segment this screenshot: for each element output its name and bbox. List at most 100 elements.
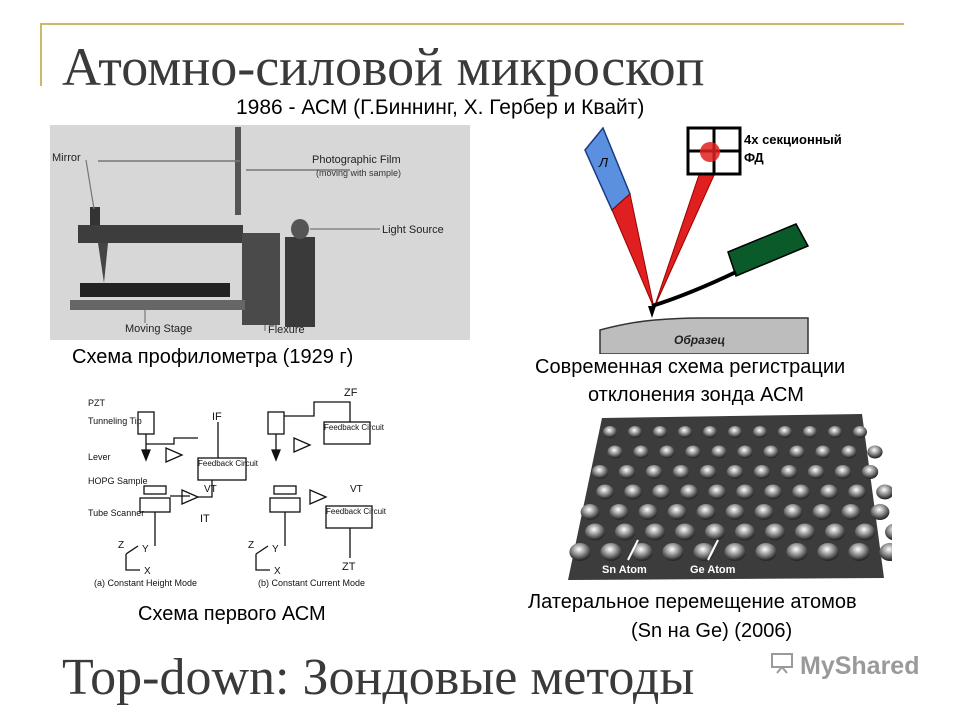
atom-bump xyxy=(662,543,684,561)
film-label: Photographic Film xyxy=(312,154,401,166)
feedback-label-b1: Feedback Circuit xyxy=(324,423,385,432)
afm-panel-b xyxy=(255,401,373,571)
z-label-a: Z xyxy=(118,540,124,551)
sample-shape xyxy=(80,283,230,297)
atom-bump xyxy=(861,465,879,479)
hopg-label: HOPG Sample xyxy=(88,476,148,486)
vt-label-a: VT xyxy=(204,484,217,495)
atom-bump xyxy=(726,465,744,479)
atom-bump xyxy=(755,543,777,561)
bottom-title: Top-down: Зондовые методы xyxy=(62,649,695,706)
atom-bump xyxy=(792,484,810,500)
moving-stage-shape xyxy=(70,300,245,310)
atom-bump xyxy=(795,523,815,541)
y-label-a: Y xyxy=(142,544,149,555)
y-label-b: Y xyxy=(272,544,279,555)
atom-bump xyxy=(786,543,808,561)
atom-bump xyxy=(638,504,658,520)
atom-bump xyxy=(853,426,867,438)
atom-bump xyxy=(728,426,742,438)
atom-bump xyxy=(724,543,746,561)
atom-bump xyxy=(652,484,670,500)
atom-bump xyxy=(600,543,622,561)
atom-bump xyxy=(765,523,785,541)
ge-atom-label: Ge Atom xyxy=(690,564,736,576)
atom-bump xyxy=(841,445,857,459)
atoms-caption-line1: Латеральное перемещение атомов xyxy=(528,591,857,613)
atom-bump xyxy=(580,504,600,520)
atom-bump xyxy=(848,484,866,500)
probe-tip xyxy=(648,306,656,318)
atom-bump xyxy=(848,543,870,561)
atom-bump xyxy=(825,523,845,541)
tunneling-tip-label: Tunneling Tip xyxy=(88,416,142,426)
stylus-shape xyxy=(98,243,108,283)
atom-bump xyxy=(696,504,716,520)
profilometer-caption: Схема профилометра (1929 г) xyxy=(72,346,354,368)
atom-bump xyxy=(703,426,717,438)
atom-bump xyxy=(828,426,842,438)
x-label-a: X xyxy=(144,566,151,577)
atom-bump xyxy=(569,543,591,561)
light-source-housing xyxy=(285,237,315,327)
feedback-label-a: Feedback Circuit xyxy=(198,459,259,468)
atom-bump xyxy=(645,465,663,479)
it-label: IT xyxy=(200,513,210,525)
atom-bump xyxy=(699,465,717,479)
x-label-b: X xyxy=(274,566,281,577)
atom-bump xyxy=(754,504,774,520)
atom-bump xyxy=(667,504,687,520)
atom-bump xyxy=(678,426,692,438)
mode-a-label: (a) Constant Height Mode xyxy=(94,578,197,588)
atom-bump xyxy=(607,445,623,459)
atom-bump xyxy=(780,465,798,479)
mode-b-label: (b) Constant Current Mode xyxy=(258,578,365,588)
atom-bump xyxy=(855,523,875,541)
atom-bump xyxy=(603,426,617,438)
watermark-text: MyShared xyxy=(800,652,920,680)
atom-bump xyxy=(735,523,755,541)
detection-diagram: Л 4х секционный ФД Образец xyxy=(560,122,860,354)
sample-label: Образец xyxy=(674,333,725,347)
atom-bump xyxy=(653,426,667,438)
atom-bump xyxy=(820,484,838,500)
reflected-beam xyxy=(653,160,722,309)
atom-bump xyxy=(633,445,649,459)
film-plate xyxy=(235,127,241,215)
atom-bump xyxy=(783,504,803,520)
watermark: MyShared xyxy=(770,652,919,681)
atom-bump xyxy=(672,465,690,479)
atom-bump xyxy=(812,504,832,520)
z-label-b: Z xyxy=(248,540,254,551)
atom-bump xyxy=(737,445,753,459)
feedback-label-b2: Feedback Circuit xyxy=(326,507,387,516)
frame-top-line xyxy=(42,23,904,25)
atom-bump xyxy=(609,504,629,520)
slide-subtitle: 1986 - АСМ (Г.Биннинг, Х. Гербер и Квайт… xyxy=(236,96,645,119)
moving-stage-label: Moving Stage xyxy=(125,323,192,335)
first-afm-diagram: PZT Tunneling Tip Lever HOPG Sample Tube… xyxy=(86,386,402,592)
atom-bump xyxy=(763,445,779,459)
pd-label-line1: 4х секционный xyxy=(744,132,842,147)
atom-bumps xyxy=(569,426,892,561)
cantilever-holder xyxy=(727,223,810,278)
film-note-label: (moving with sample) xyxy=(316,168,401,178)
tube-scanner-label: Tube Scanner xyxy=(88,508,144,518)
atom-bump xyxy=(870,504,890,520)
pzt-label: PZT xyxy=(88,398,106,408)
atom-bump xyxy=(591,465,609,479)
atom-bump xyxy=(789,445,805,459)
frame-left-line xyxy=(40,23,42,86)
atom-bump xyxy=(596,484,614,500)
atoms-caption-line2: (Sn на Ge) (2006) xyxy=(631,620,793,642)
lamp-shape xyxy=(291,219,309,239)
light-source-label: Light Source xyxy=(382,224,444,236)
lever-label: Lever xyxy=(88,452,111,462)
atom-bump xyxy=(615,523,635,541)
atom-bump xyxy=(708,484,726,500)
pd-label-line2: ФД xyxy=(744,150,764,165)
atom-bump xyxy=(885,523,892,541)
atom-bump xyxy=(705,523,725,541)
atom-bump xyxy=(736,484,754,500)
atom-bump xyxy=(711,445,727,459)
